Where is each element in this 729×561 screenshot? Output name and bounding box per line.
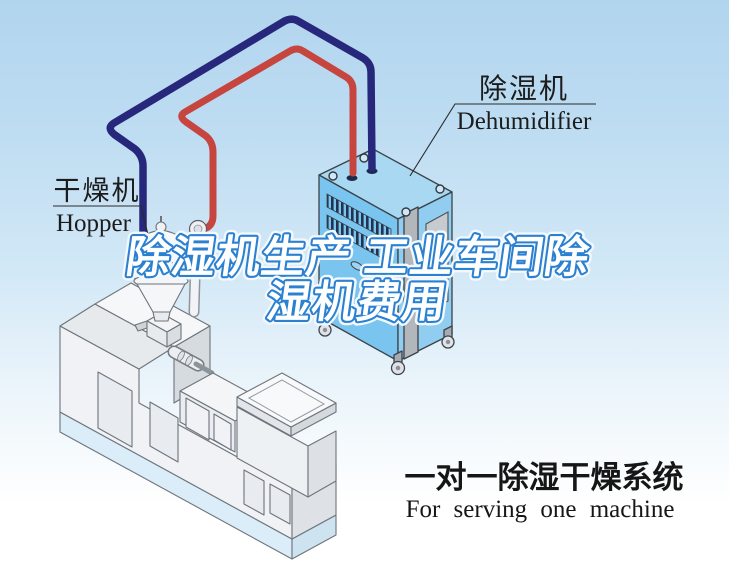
caption-en: For serving one machine	[406, 496, 675, 523]
vent-louvers	[326, 193, 392, 243]
barrel-rod	[193, 361, 215, 376]
watermark-line1-halo: 除湿机生产 工业车间除	[123, 233, 593, 282]
caption-zh: 一对一除湿干燥系统	[405, 460, 684, 495]
dehumidifier-machine	[318, 148, 455, 376]
window-panel	[269, 483, 291, 525]
hopper-callout: 干燥机 Hopper	[53, 176, 152, 248]
watermark: 除湿机生产 工业车间除 除湿机生产 工业车间除 湿机费用 湿机费用	[119, 229, 598, 332]
control-switch	[438, 256, 444, 267]
hopper-label-zh: 干燥机	[54, 176, 141, 206]
corner-pillar	[403, 206, 419, 360]
dehumidifier-callout: 除湿机 Dehumidifier	[409, 73, 596, 177]
handle-slot	[350, 261, 364, 271]
hopper-assembly	[131, 216, 208, 322]
hopper-callout-line	[53, 205, 152, 248]
cabinet-lid-border	[247, 379, 326, 423]
dome-cap	[155, 221, 167, 233]
dehumidifier-label-en: Dehumidifier	[457, 108, 592, 135]
window-panel	[149, 401, 179, 463]
window-panel	[97, 371, 133, 448]
dehumidifier-callout-line	[409, 103, 596, 177]
door-hole	[429, 240, 433, 244]
cabinet-lid-top	[236, 372, 337, 428]
window-panel	[243, 469, 265, 516]
hopper-neck	[152, 311, 171, 322]
caption-block: 一对一除湿干燥系统 For serving one machine	[405, 460, 684, 523]
dehumidifier-label-zh: 除湿机	[479, 73, 569, 105]
guard-window	[185, 397, 210, 441]
control-switch	[432, 250, 438, 261]
watermark-line2-halo: 湿机费用	[264, 278, 451, 327]
vent-louvers	[326, 214, 392, 264]
barrel-ring	[185, 355, 193, 366]
pedestal-side	[166, 323, 182, 348]
watermark-line2: 湿机费用	[264, 278, 451, 327]
hopper-label-en: Hopper	[56, 210, 132, 237]
production-machine	[59, 282, 337, 560]
lifting-eyelet	[359, 153, 369, 163]
air-hoses	[106, 15, 376, 250]
supply-air-hose	[178, 45, 357, 233]
control-door	[425, 211, 449, 314]
barrel-ring	[177, 350, 185, 362]
lifting-eyelet	[328, 171, 338, 181]
guard-window	[213, 413, 232, 451]
lifting-eyelet	[401, 207, 411, 217]
lifting-eyelet	[435, 184, 445, 194]
watermark-line1: 除湿机生产 工业车间除	[123, 233, 593, 282]
caster-hub	[445, 339, 451, 345]
return-air-hose	[106, 15, 376, 250]
caster-hub	[322, 327, 328, 333]
caster-hub	[395, 365, 401, 371]
hose-collar	[346, 175, 358, 181]
cabinet-side	[307, 430, 337, 498]
hose-flange-bore	[193, 224, 203, 234]
door-hole	[434, 238, 438, 242]
